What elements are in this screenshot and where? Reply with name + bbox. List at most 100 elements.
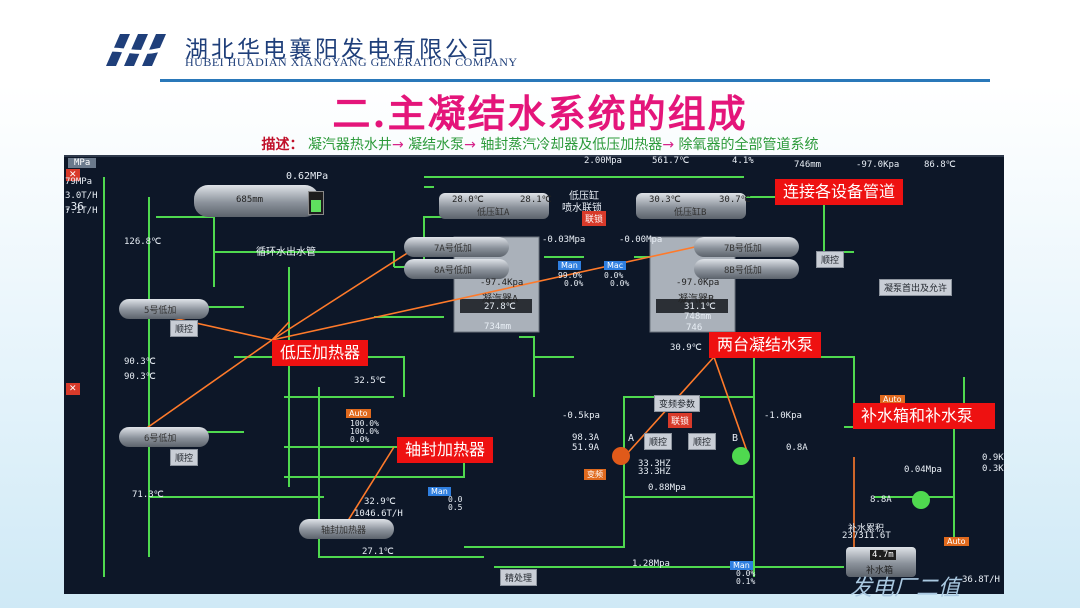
pump-freq-2: 33.3HZ bbox=[638, 467, 671, 477]
annotation-two-pumps: 两台凝结水泵 bbox=[709, 332, 822, 358]
arrow-icon: → bbox=[662, 137, 675, 153]
makeup-water-tank: 补水箱 bbox=[846, 547, 916, 577]
temp-71: 71.3℃ bbox=[132, 490, 164, 500]
makeup-flow: 36.8T/H bbox=[962, 575, 1000, 585]
temp-32-9: 32.9℃ bbox=[364, 497, 396, 507]
seq-ctrl-button-heater5[interactable]: 顺控 bbox=[170, 320, 199, 337]
main-line-pressure: 1.28Mpa bbox=[632, 559, 670, 569]
man-button[interactable]: Man bbox=[558, 261, 581, 270]
lp-heater-7b: 7B号低加 bbox=[694, 237, 799, 257]
lp-heater-7a-label: 7A号低加 bbox=[434, 244, 472, 254]
top-bar-temp: 561.7℃ bbox=[652, 156, 690, 166]
arrow-icon: → bbox=[464, 137, 476, 153]
makeup-tank-label: 补水箱 bbox=[866, 566, 894, 576]
top-bar-unit: MPa bbox=[68, 158, 97, 168]
pump-a-current: 98.3A bbox=[572, 433, 600, 443]
makeup-total-label: 补水累积 bbox=[848, 524, 885, 534]
auto-pct-1: 100.0% bbox=[350, 419, 379, 428]
annotation-makeup-tank: 补水箱和补水泵 bbox=[853, 403, 995, 429]
auto-pct-2: 100.0% bbox=[350, 427, 379, 436]
auto-button-makeup[interactable]: Auto bbox=[944, 537, 969, 546]
gland-heater-label: 轴封加热器 bbox=[321, 526, 367, 536]
hotwell-b-temp-1: 30.3℃ bbox=[649, 195, 681, 205]
right-value-1: 0.9K bbox=[982, 453, 1004, 463]
hotwell-a-temp: 28.0℃ bbox=[452, 195, 484, 205]
condenser-b-temp: 31.1℃ bbox=[684, 302, 716, 312]
top-bar-percent: 4.1% bbox=[732, 156, 754, 166]
desc-item-pump: 凝结水泵 bbox=[408, 137, 465, 153]
company-name-cn: 湖北华电襄阳发电有限公司 bbox=[185, 37, 497, 63]
lp-cylinder-b: 低压缸B bbox=[636, 193, 746, 219]
pipe-network bbox=[103, 176, 965, 577]
condenser-a-temp: 27.8℃ bbox=[484, 302, 516, 312]
freq-tag: 变频 bbox=[584, 469, 606, 480]
right-value-2: 0.3KF bbox=[982, 464, 1010, 474]
makeup-pump-current: 8.8A bbox=[870, 495, 892, 505]
condenser-b-level-1: 748mm bbox=[684, 312, 712, 322]
desc-item-deaerator: 除氧器的全部管道系统 bbox=[678, 137, 819, 153]
man-button-makeup[interactable]: Man bbox=[730, 561, 753, 570]
auto-button-right[interactable]: Auto bbox=[880, 395, 905, 404]
seq-ctrl-button-pump-a[interactable]: 顺控 bbox=[644, 433, 673, 450]
lp-heater-8a-label: 8A号低加 bbox=[434, 266, 472, 276]
slide-description: 描述： 凝汽器热水井→ 凝结水泵→ 轴封蒸汽冷却器及低压加热器→ 除氧器的全部管… bbox=[0, 134, 1080, 154]
temp-27-1: 27.1℃ bbox=[362, 547, 394, 557]
watermark: 发电厂二值 bbox=[850, 576, 961, 601]
description-label: 描述： bbox=[261, 137, 304, 153]
top-bar-vacuum: -97.0Kpa bbox=[856, 160, 900, 170]
lp-heater-5: 5号低加 bbox=[119, 299, 209, 319]
condenser-b-pressure2: -0.00Mpa bbox=[619, 235, 663, 245]
annotation-gland-heater: 轴封加热器 bbox=[397, 437, 494, 463]
lp-heater-7b-label: 7B号低加 bbox=[724, 244, 762, 254]
condenser-a-vacuum: -97.4Kpa bbox=[480, 278, 524, 288]
makeup-valve-pct-1: 0.0% bbox=[736, 569, 756, 578]
condenser-a-label: 凝汽器A bbox=[482, 294, 519, 305]
top-bar-level: 746mm bbox=[794, 160, 822, 170]
close-icon[interactable]: ✕ bbox=[66, 383, 80, 395]
seq-ctrl-button-pump-b[interactable]: 顺控 bbox=[688, 433, 717, 450]
level-gauge bbox=[308, 191, 324, 215]
pump-a-current-2: 51.9A bbox=[572, 443, 600, 453]
pump-outlet-pressure: 0.88Mpa bbox=[648, 483, 686, 493]
lp-heater-6: 6号低加 bbox=[119, 427, 209, 447]
mac-button[interactable]: Mac bbox=[604, 261, 627, 270]
lp-cylinder-a-label: 低压缸A bbox=[477, 208, 510, 218]
temp-90-2: 90.3℃ bbox=[124, 372, 156, 382]
valve-pct-2: 0.0% bbox=[604, 271, 624, 280]
pump-freq-1: 33.3HZ bbox=[638, 459, 671, 469]
annotation-connect-pipes: 连接各设备管道 bbox=[775, 179, 904, 205]
freq-params-button[interactable]: 变频参数 bbox=[654, 395, 701, 412]
valve-pct-4: 0.0% bbox=[610, 279, 630, 288]
pump-first-out-button[interactable]: 凝泵首出及允许 bbox=[879, 279, 953, 296]
auto-pct-3: 0.0% bbox=[350, 435, 370, 444]
condenser-b-label: 凝汽器B bbox=[678, 294, 715, 305]
pump-a-icon[interactable] bbox=[612, 447, 630, 465]
auto-button[interactable]: Auto bbox=[346, 409, 371, 418]
hotwell-b-temp-2: 30.7℃ bbox=[719, 195, 751, 205]
spray-interlock-label: 喷水联锁 bbox=[562, 203, 602, 214]
makeup-valve-pct-2: 0.1% bbox=[736, 577, 756, 586]
seq-ctrl-button-right[interactable]: 顺控 bbox=[816, 251, 845, 268]
top-bar-pressure: 2.00Mpa bbox=[584, 156, 622, 166]
close-icon[interactable]: ✕ bbox=[66, 169, 80, 181]
lp-heater-7a: 7A号低加 bbox=[404, 237, 509, 257]
slide-title: 二.主凝结水系统的组成 bbox=[332, 91, 748, 136]
fine-treatment-button[interactable]: 精处理 bbox=[500, 569, 538, 586]
deaerator-level: 685mm bbox=[236, 195, 264, 205]
condenser-a-pressure2: -0.03Mpa bbox=[542, 235, 586, 245]
man-button-gland[interactable]: Man bbox=[428, 487, 451, 496]
left-flow-1: 3.0T/H bbox=[65, 191, 98, 201]
pump-interlock-button[interactable]: 联锁 bbox=[668, 413, 693, 428]
seq-ctrl-button-heater6[interactable]: 顺控 bbox=[170, 449, 199, 466]
lp-cylinder-a: 低压缸A bbox=[439, 193, 549, 219]
temp-30-9: 30.9℃ bbox=[670, 343, 702, 353]
makeup-pump-icon[interactable] bbox=[912, 491, 930, 509]
pump-a-inlet-pressure: -0.5kpa bbox=[562, 411, 600, 421]
spray-interlock-button[interactable]: 联锁 bbox=[582, 211, 607, 226]
condenser-b-vacuum: -97.0Kpa bbox=[676, 278, 720, 288]
flow-1046: 1046.6T/H bbox=[354, 509, 403, 519]
temp-126: 126.8℃ bbox=[124, 237, 162, 247]
condenser-a-level: 734mm bbox=[484, 322, 512, 332]
lp-cylinder-b-label: 低压缸B bbox=[674, 208, 707, 218]
pump-b-icon[interactable] bbox=[732, 447, 750, 465]
